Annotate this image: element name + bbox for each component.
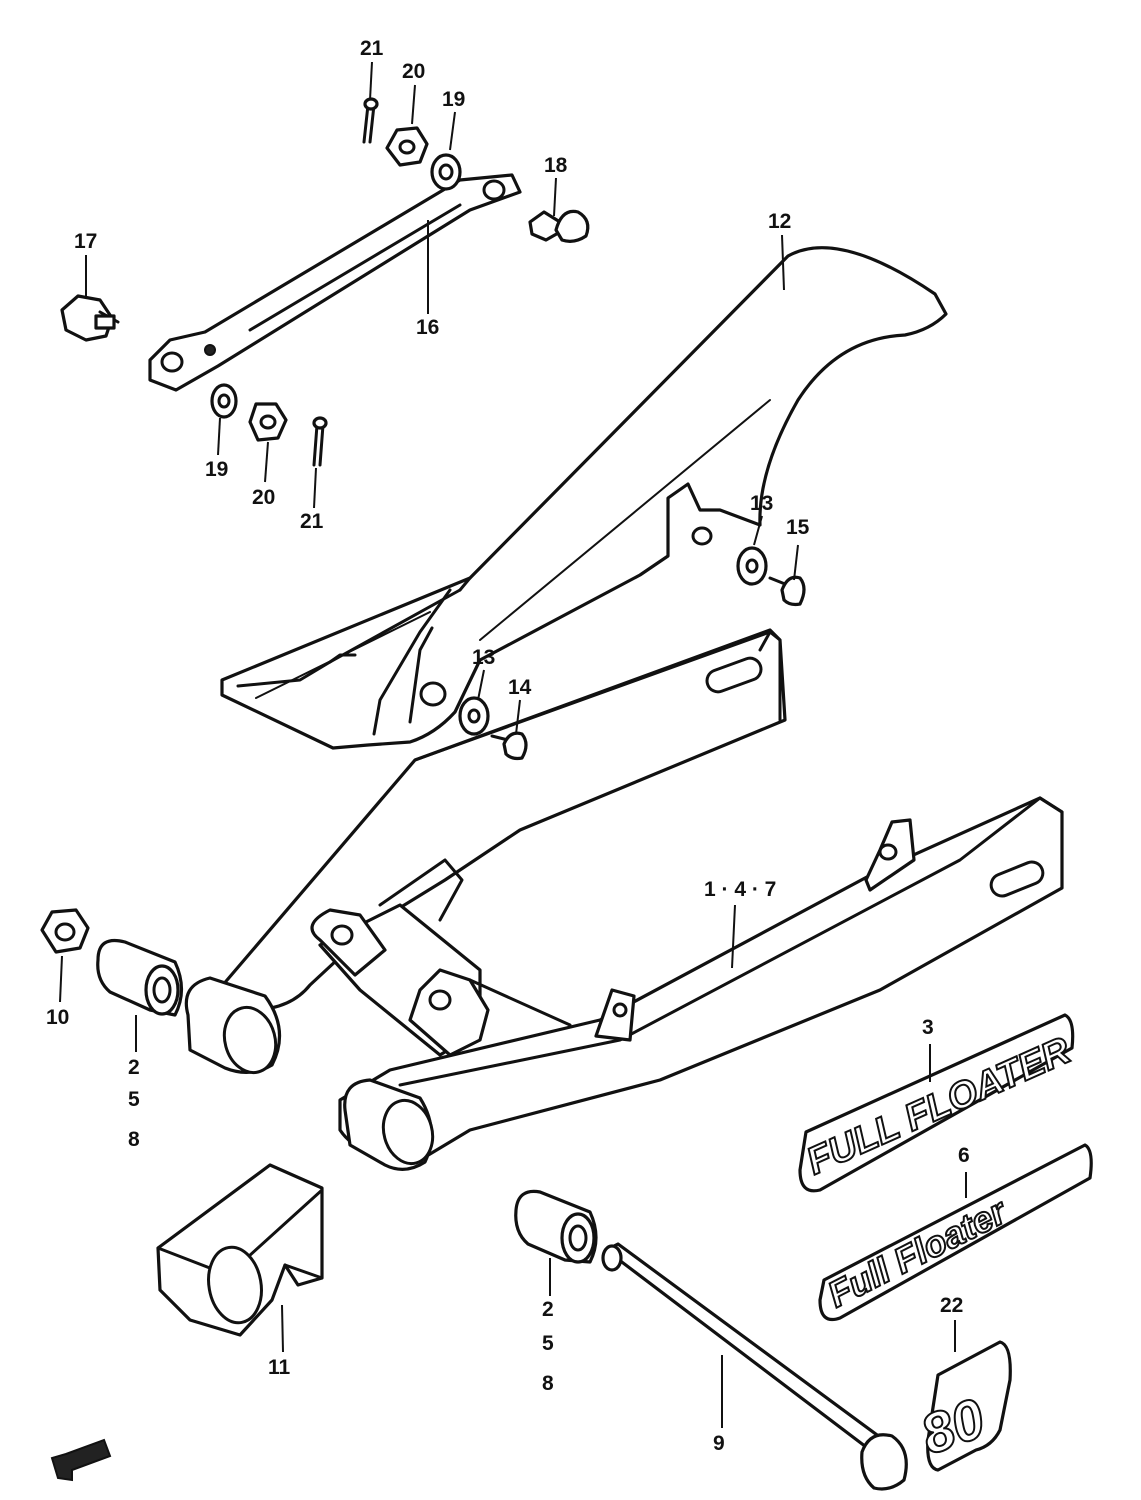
callout-16: 16 (416, 316, 439, 339)
callout-3: 3 (922, 1016, 934, 1039)
bushing-upper (96, 938, 184, 1017)
callout-2-lower: 2 (542, 1298, 554, 1321)
callout-5-lower: 5 (542, 1332, 554, 1355)
callout-19-top: 19 (442, 88, 465, 111)
callout-13-lower: 13 (472, 646, 495, 669)
callout-21-bottom: 21 (300, 510, 324, 533)
washer-19-top (430, 153, 462, 191)
emblem-small-text: Full Floater (821, 1190, 1014, 1316)
bushing-lower (514, 1189, 598, 1264)
torque-rod (148, 173, 522, 392)
callout-2-upper: 2 (128, 1056, 140, 1079)
callout-20-top: 20 (402, 60, 425, 83)
nut-20-top (385, 126, 429, 167)
washer-13-upper (736, 546, 768, 586)
washer-19-bottom (210, 383, 238, 419)
callout-22: 22 (940, 1294, 963, 1317)
leader-lines (59, 61, 967, 1428)
callout-8-upper: 8 (128, 1128, 140, 1151)
callout-15: 15 (786, 516, 810, 539)
screw-15 (768, 575, 806, 607)
callout-6: 6 (958, 1144, 970, 1167)
cotter-pin-21-top (362, 97, 379, 144)
chain-case (220, 246, 948, 750)
callout-21-top: 21 (360, 37, 384, 60)
callout-5-upper: 5 (128, 1088, 140, 1111)
callout-10: 10 (46, 1006, 69, 1029)
bolt-17 (60, 294, 120, 342)
callouts: 21 20 19 18 17 16 12 19 20 21 13 15 13 1… (46, 37, 970, 1455)
callout-18: 18 (544, 154, 568, 177)
callout-19-bottom: 19 (205, 458, 228, 481)
callout-11: 11 (268, 1356, 291, 1379)
callout-9: 9 (713, 1432, 725, 1455)
callout-12: 12 (768, 210, 791, 233)
washer-13-lower (458, 696, 490, 736)
nut-20-bottom (248, 402, 288, 442)
callout-17: 17 (74, 230, 97, 253)
pivot-shaft (601, 1242, 908, 1491)
bolt-18 (528, 209, 590, 243)
nut-10 (40, 908, 90, 954)
chain-buffer (156, 1163, 324, 1337)
swingarm (184, 628, 1064, 1171)
callout-1-4-7: 1 · 4 · 7 (704, 878, 776, 901)
callout-13-upper: 13 (750, 492, 773, 515)
callout-20-bottom: 20 (252, 486, 275, 509)
emblem-80-badge: 80 (912, 1340, 1012, 1472)
emblem-large-text: FULL FLOATER (801, 1029, 1078, 1183)
cotter-pin-21-bottom (312, 416, 328, 467)
callout-14: 14 (508, 676, 532, 699)
emblem-full-floater-large: FULL FLOATER (798, 1013, 1078, 1193)
callout-8-lower: 8 (542, 1372, 554, 1395)
screw-14 (490, 731, 528, 761)
front-direction-arrow-icon (50, 1438, 112, 1482)
